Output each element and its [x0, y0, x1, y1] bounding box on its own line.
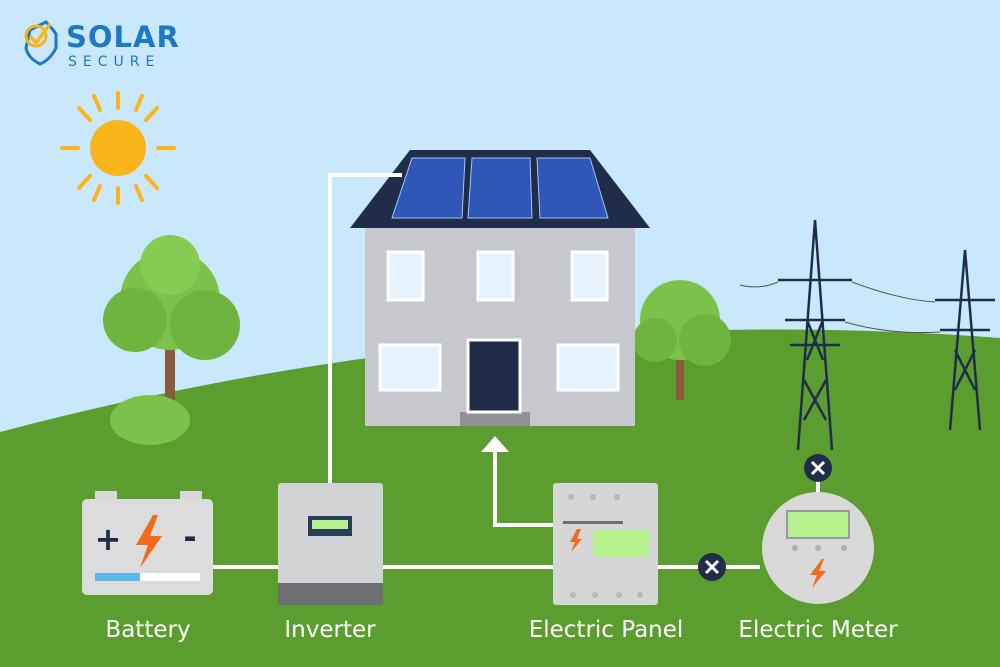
shield-check-icon: [24, 20, 58, 66]
arrow-icon: [481, 436, 509, 452]
plus-sign: +: [95, 520, 122, 558]
tree-left: [103, 235, 240, 445]
sun-icon: [60, 91, 176, 205]
house: [350, 150, 650, 426]
grass-hill: [0, 329, 1000, 667]
electric-panel-icon: [553, 483, 658, 605]
brand-bottom: SECURE: [68, 54, 161, 70]
battery-icon: + -: [82, 491, 213, 595]
label-electric-panel: Electric Panel: [528, 617, 684, 643]
electric-meter-icon: [762, 492, 874, 604]
logo: SOLAR SECURE: [16, 16, 179, 72]
inverter-icon: [278, 483, 383, 605]
disconnect-x-icon: [698, 553, 726, 581]
brand-top: SOLAR: [66, 20, 180, 54]
minus-sign: -: [183, 518, 196, 556]
power-tower-icon: [739, 219, 995, 451]
label-inverter: Inverter: [284, 617, 376, 643]
solar-panel-icon: [391, 157, 609, 219]
disconnect-x-icon: [804, 454, 832, 482]
label-battery: Battery: [105, 617, 191, 643]
label-electric-meter: Electric Meter: [738, 617, 898, 643]
door: [466, 338, 522, 414]
tree-right: [633, 280, 731, 400]
